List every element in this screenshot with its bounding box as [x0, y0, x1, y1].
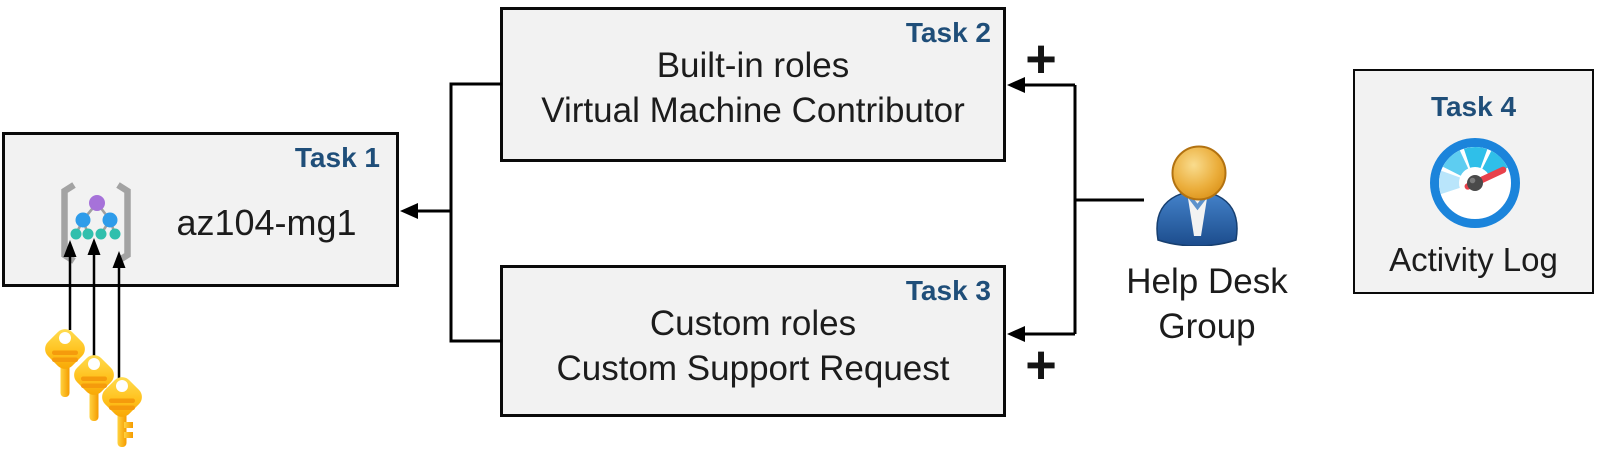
key-2 [74, 355, 114, 421]
plus-sign-custom: + [1025, 335, 1057, 395]
task4-box: Task 4 Activity Log [1353, 69, 1594, 294]
task2-box: Task 2 Built-in roles Virtual Machine Co… [500, 7, 1006, 162]
task3-line1: Custom roles [649, 304, 857, 343]
task1-badge: Task 1 [294, 142, 380, 173]
key-arrowhead-1 [63, 240, 77, 257]
task2-badge: Task 2 [905, 17, 991, 48]
person-icon [1156, 145, 1238, 246]
keys-icon [45, 329, 142, 447]
task2-line2: Virtual Machine Contributor [541, 91, 965, 130]
management-group-icon [61, 182, 131, 264]
person-head [1171, 145, 1227, 201]
arrowhead-task2 [1007, 77, 1025, 93]
activity-log-gauge-icon [1430, 138, 1520, 228]
help-desk-group-label: Help Desk Group [1126, 262, 1288, 346]
task4-badge: Task 4 [1430, 91, 1517, 122]
key-arrowhead-2 [87, 238, 101, 255]
key-arrowhead-3 [112, 251, 126, 268]
task4-title: Activity Log [1389, 241, 1558, 278]
connector-split-left [449, 82, 502, 343]
gauge-arc-segments [1439, 147, 1508, 195]
arrowhead-task1 [400, 203, 418, 219]
key-3 [102, 377, 142, 447]
plus-sign-builtin: + [1025, 29, 1057, 89]
key-1 [45, 329, 85, 397]
task2-line1: Built-in roles [656, 46, 850, 85]
arrowhead-task3 [1007, 326, 1025, 342]
task3-line2: Custom Support Request [556, 349, 950, 388]
task1-box: Task 1 az104-mg1 [2, 132, 399, 287]
management-group-tree [70, 195, 121, 240]
task3-box: Task 3 Custom roles Custom Support Reque… [500, 265, 1006, 417]
task1-title: az104-mg1 [176, 202, 357, 243]
task3-badge: Task 3 [905, 275, 991, 306]
